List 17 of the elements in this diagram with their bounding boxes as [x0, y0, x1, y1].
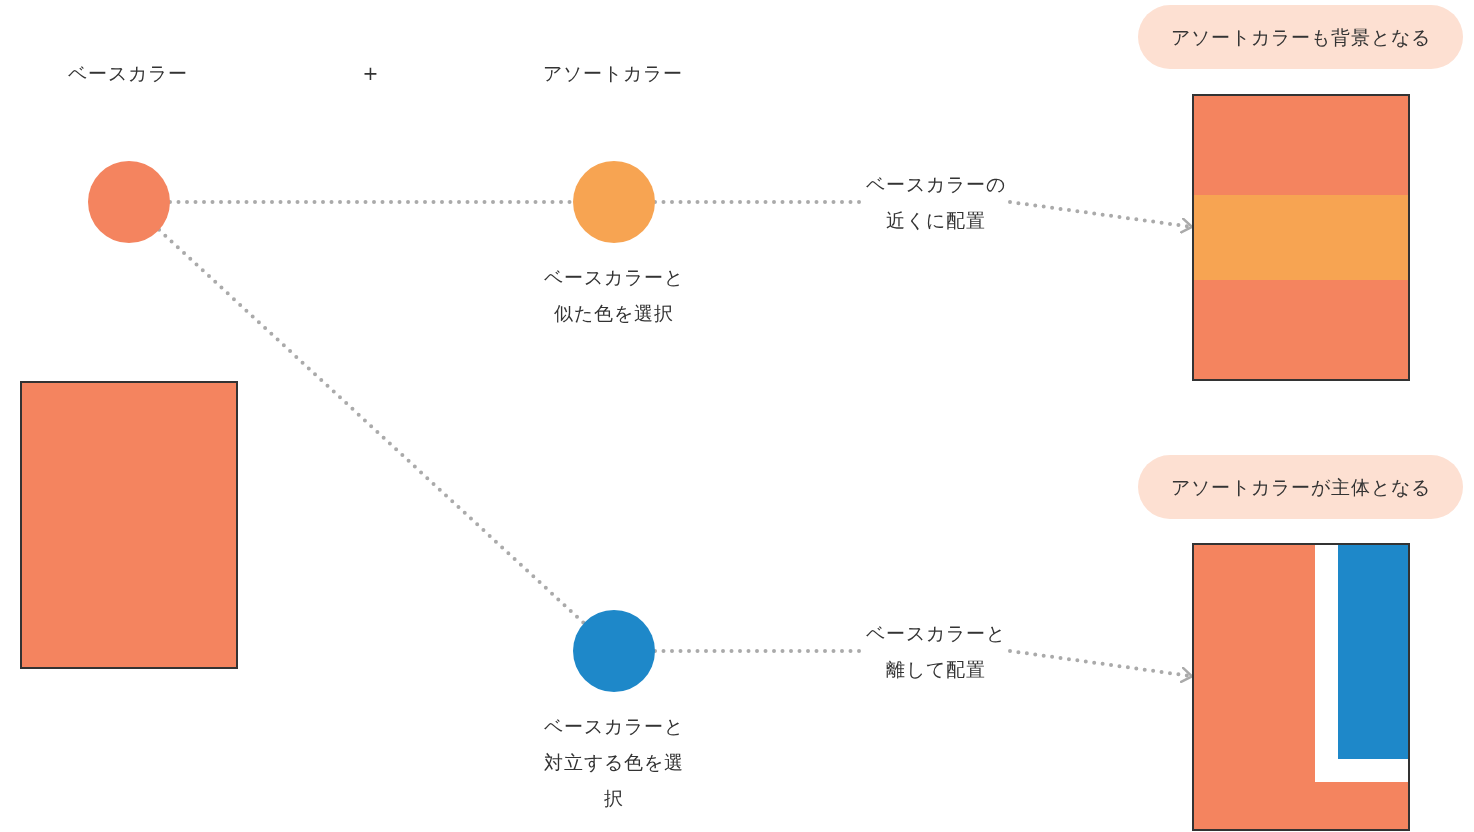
node-label: ベースカラーと対立する色を選択 — [543, 714, 685, 811]
step-text: ベースカラーと離して配置 — [862, 615, 1010, 687]
dotted-connector — [1008, 649, 1194, 684]
color-layout-drawing — [1192, 94, 1410, 381]
dotted-connector — [653, 649, 864, 653]
color-layout-drawing — [1192, 543, 1410, 831]
dotted-connector — [653, 200, 864, 204]
heading-pill: アソートカラーも背景となる — [1138, 5, 1463, 69]
color-panel — [20, 381, 238, 669]
dotted-connector — [1008, 200, 1194, 234]
column-label: ベースカラー — [67, 61, 189, 86]
dotted-connector — [157, 227, 586, 626]
heading-pill: アソートカラーが主体となる — [1138, 455, 1463, 519]
step-text: ベースカラーの近くに配置 — [862, 166, 1010, 238]
node-label: ベースカラーと似た色を選択 — [543, 265, 685, 326]
column-label: + — [361, 61, 381, 86]
column-label: アソートカラー — [542, 61, 684, 86]
